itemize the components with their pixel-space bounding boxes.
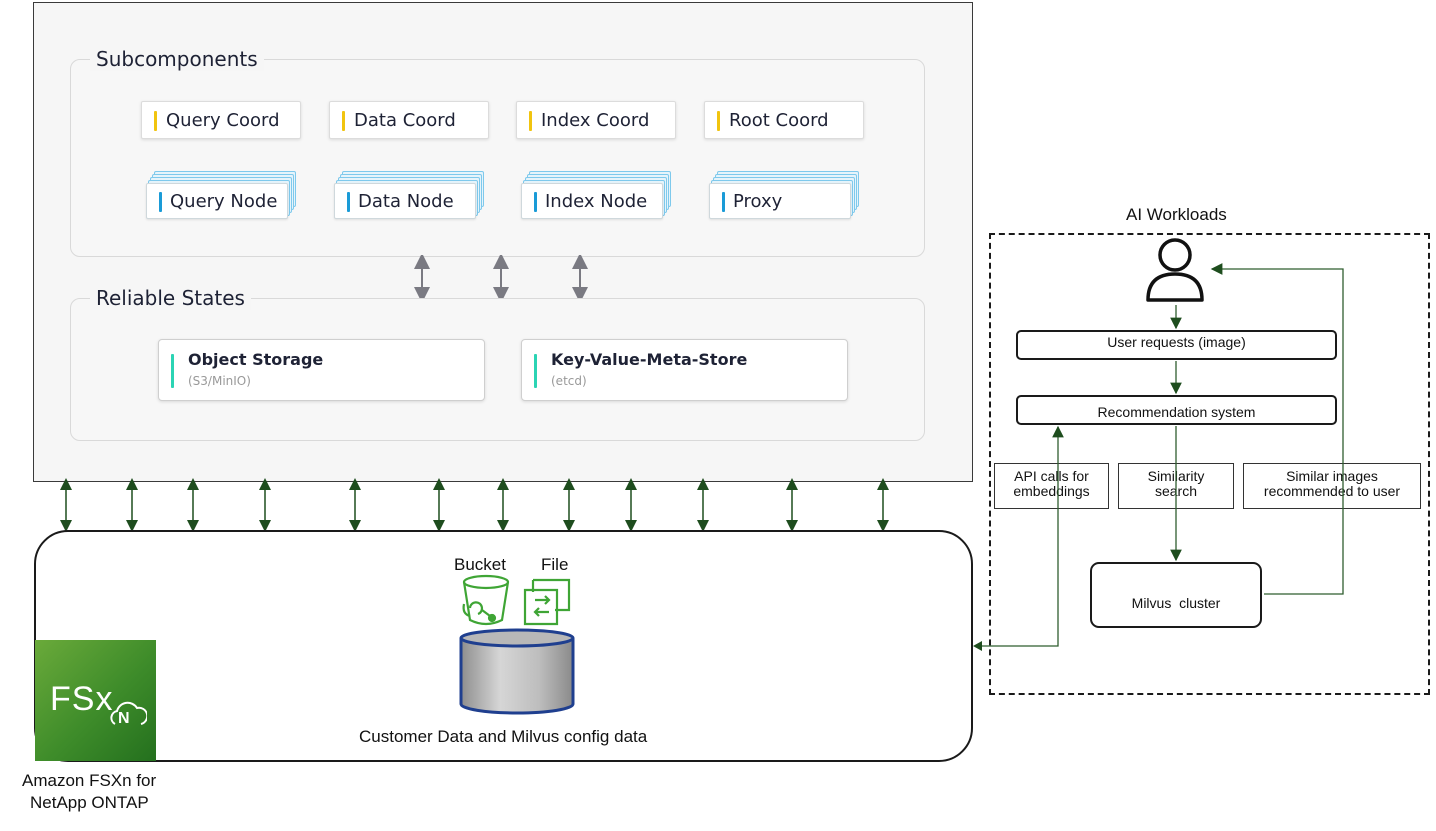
cloud-icon: [110, 701, 147, 725]
milvus-cluster-box: Milvus cluster: [1090, 562, 1262, 628]
node-label: Query Node: [170, 191, 278, 212]
recommendation-system-box: Recommendation system: [1016, 395, 1337, 425]
bucket-label: Bucket: [454, 555, 506, 574]
subcomponents-title: Subcomponents: [90, 47, 264, 71]
user-requests-box: User requests (image): [1016, 330, 1337, 360]
coord-accent-bar: [529, 111, 532, 131]
ai-workloads-box: [989, 233, 1430, 695]
store-title: Object Storage: [188, 350, 324, 369]
product-name-line1: Amazon FSXn for: [22, 771, 157, 790]
fsx-logo-text: FSx: [50, 680, 114, 718]
node-card-data: Data Node: [334, 171, 484, 219]
node-card-index: Index Node: [521, 171, 671, 219]
coord-label: Index Coord: [541, 110, 650, 131]
store-accent-bar: [171, 354, 174, 388]
store-title: Key-Value-Meta-Store: [551, 350, 748, 369]
flow-arrow: [975, 425, 1064, 647]
file-label: File: [541, 555, 569, 574]
fsx-logo: FSx N: [35, 640, 156, 761]
node-accent-bar: [347, 192, 350, 212]
similar-images-label-box: Similar images recommended to user: [1243, 463, 1421, 509]
panel-storage-connectors: [60, 478, 889, 532]
api-calls-text-line1: API calls for: [1014, 468, 1089, 484]
node-card-proxy: Proxy: [709, 171, 859, 219]
coord-label: Data Coord: [354, 110, 456, 131]
node-accent-bar: [534, 192, 537, 212]
node-accent-bar: [722, 192, 725, 212]
node-label: Index Node: [545, 191, 648, 212]
storage-caption: Customer Data and Milvus config data: [359, 727, 648, 746]
node-label: Data Node: [358, 191, 454, 212]
coord-accent-bar: [342, 111, 345, 131]
similar-images-text-line1: Similar images: [1286, 468, 1378, 484]
subcomponent-state-connectors: [414, 255, 588, 301]
api-calls-text-line2: embeddings: [1013, 483, 1090, 499]
reliable-states-title: Reliable States: [90, 286, 251, 310]
api-calls-label-box: API calls for embeddings: [994, 463, 1109, 509]
similar-images-text-line2: recommended to user: [1263, 483, 1401, 499]
storage-arrow-head: [973, 641, 982, 651]
bucket-icon: [462, 574, 510, 626]
coord-accent-bar: [154, 111, 157, 131]
milvus-cluster-label: Milvus cluster: [1131, 595, 1221, 611]
file-icon: [523, 578, 571, 626]
recommendation-system-label: Recommendation system: [1097, 404, 1256, 420]
ai-flow-arrows: [973, 263, 1344, 651]
subcomponents-group: [70, 59, 925, 257]
meta-store-card: Key-Value-Meta-Store (etcd): [521, 339, 848, 401]
coord-accent-bar: [717, 111, 720, 131]
store-subtitle: (etcd): [551, 374, 587, 388]
coord-label: Query Coord: [166, 110, 280, 131]
database-cylinder-icon: [459, 628, 575, 715]
flow-arrow: [1210, 263, 1344, 595]
coord-card-root: Root Coord: [704, 101, 864, 139]
user-icon: [1146, 238, 1204, 302]
store-subtitle: (S3/MinIO): [188, 374, 251, 388]
object-storage-card: Object Storage (S3/MinIO): [158, 339, 485, 401]
coord-card-query: Query Coord: [141, 101, 301, 139]
fsx-logo-badge: N: [118, 710, 130, 727]
product-name-line2: NetApp ONTAP: [30, 793, 149, 812]
node-accent-bar: [159, 192, 162, 212]
coord-label: Root Coord: [729, 110, 829, 131]
store-accent-bar: [534, 354, 537, 388]
coord-card-index: Index Coord: [516, 101, 676, 139]
node-label: Proxy: [733, 191, 783, 212]
user-requests-label: User requests (image): [1107, 334, 1246, 350]
coord-card-data: Data Coord: [329, 101, 489, 139]
ai-workloads-title: AI Workloads: [1126, 205, 1227, 224]
node-card-query: Query Node: [146, 171, 296, 219]
